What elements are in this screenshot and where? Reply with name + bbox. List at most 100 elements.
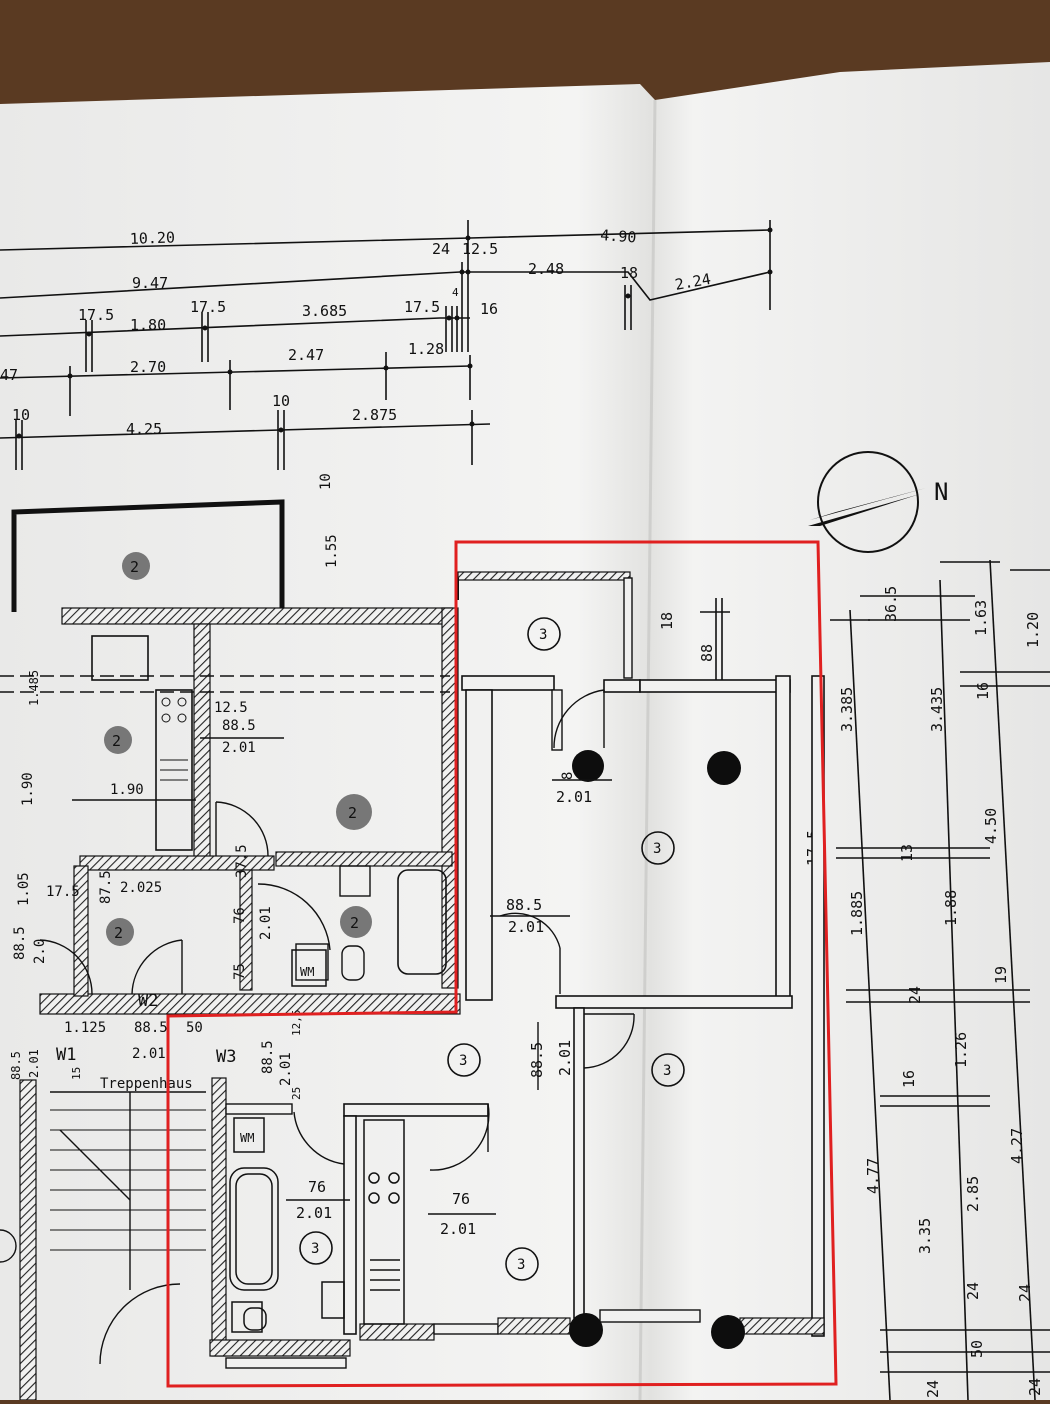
neighbor-unit-walls	[0, 499, 461, 1401]
room-mark-3-hall: 3	[459, 1053, 467, 1069]
room-mark-2e: 2	[114, 924, 123, 942]
dim-r-3-35: 3.35	[916, 1218, 934, 1254]
dim-u-76a: 76	[308, 1178, 326, 1196]
unit-3-walls	[209, 571, 825, 1369]
dim-12-5: 12.5	[462, 240, 498, 258]
room-mark-3-bath: 3	[311, 1241, 319, 1257]
room-mark-2a: 2	[130, 558, 139, 576]
dim-row3-1-80: 1.80	[130, 316, 166, 334]
unit-3-fixtures: WM WM	[229, 949, 405, 1333]
dim-r-50: 50	[968, 1340, 986, 1358]
dim-r-18: 18	[658, 612, 676, 630]
dim-row5-4-25: 4.25	[126, 420, 162, 438]
washer-symbol: WM	[240, 1131, 254, 1145]
dim-r-1-88: 1.88	[942, 890, 960, 926]
dim-l-88-5b: 88.5	[134, 1020, 168, 1036]
dim-l-2-0: 2.0	[32, 939, 48, 964]
dim-l-37-5: 37.5	[234, 844, 250, 878]
label-w1: W1	[56, 1045, 76, 1065]
dim-u-2-01b: 2.01	[508, 918, 544, 936]
dim-r-1-885: 1.885	[848, 891, 866, 936]
dim-row4-2-47: 2.47	[288, 346, 324, 364]
dim-l-76: 76	[232, 907, 248, 924]
dim-l-15: 15	[70, 1067, 83, 1080]
dim-r-3-385: 3.385	[838, 687, 856, 732]
dim-u-2-01c: 2.01	[296, 1204, 332, 1222]
dim-24: 24	[432, 240, 450, 258]
dim-total-left: 10.20	[130, 228, 176, 248]
dim-l-75: 75	[232, 963, 248, 980]
top-dimension-chains	[0, 220, 771, 470]
dim-row3-3-685: 3.685	[302, 302, 347, 320]
dim-u-8: 8	[560, 772, 576, 780]
dim-l-1-485: 1.485	[27, 670, 41, 706]
room-mark-2c: 2	[348, 804, 357, 822]
dim-row4-1-28: 1.28	[408, 340, 444, 358]
dim-r-4-50: 4.50	[982, 808, 1000, 844]
unit-3-room-labels: 3 3 3 3 3 3	[299, 617, 685, 1281]
room-mark-2d: 2	[350, 914, 359, 932]
paper-sheet	[0, 62, 1050, 1400]
dim-r-24e: 24	[924, 1380, 942, 1398]
dim-l-1-125: 1.125	[64, 1020, 106, 1036]
dim-l-1-55: 1.55	[324, 534, 340, 568]
washer-symbol-neighbor: WM	[300, 965, 314, 979]
dim-l-10: 10	[318, 473, 334, 490]
dim-r-1-26: 1.26	[952, 1032, 970, 1068]
dim-l-2-01: 2.01	[222, 740, 256, 756]
dim-r-13: 13	[898, 844, 916, 862]
dim-r-1-63: 1.63	[972, 600, 990, 636]
dim-row3-16: 16	[480, 300, 498, 318]
dim-total-right: 4.90	[600, 226, 637, 246]
dim-row5-2-875: 2.875	[352, 406, 397, 424]
top-dimension-ticks	[16, 227, 773, 439]
highlighted-unit-outline	[166, 540, 838, 1388]
dim-l-2-01v: 2.01	[258, 906, 274, 940]
dim-row2-end: 2.24	[674, 270, 713, 294]
dim-r-4-77: 4.77	[864, 1158, 882, 1194]
dim-l-88-5d: 88.5	[260, 1040, 276, 1074]
dim-r-36-5: 36.5	[882, 586, 900, 622]
dim-row3-4: 4	[452, 286, 459, 299]
dim-r-24f: 24	[1026, 1378, 1044, 1396]
dim-row2-total: 9.47	[132, 274, 168, 292]
dim-r-24b: 24	[906, 986, 924, 1004]
label-w2: W2	[138, 991, 158, 1011]
dim-row5-10b: 10	[272, 392, 290, 410]
room-mark-3-living: 3	[653, 841, 661, 857]
dim-l-1-90v: 1.90	[20, 772, 36, 806]
dim-r-19: 19	[992, 966, 1010, 984]
dim-l-1-90h: 1.90	[110, 782, 144, 798]
punch-holes	[569, 750, 745, 1349]
dim-r-4-27: 4.27	[1008, 1128, 1026, 1164]
dim-row2-18: 18	[620, 264, 638, 282]
label-stairwell: Treppenhaus	[100, 1076, 193, 1092]
dim-l-88-5v: 88.5	[12, 926, 28, 960]
dim-u-88-5v: 88.5	[528, 1042, 546, 1078]
dim-u-76b: 76	[452, 1190, 470, 1208]
dim-l-50: 50	[186, 1020, 203, 1036]
dim-row3-17-5c: 17.5	[404, 298, 440, 316]
dim-l-17-5: 17.5	[46, 884, 80, 900]
label-w3: W3	[216, 1047, 236, 1067]
dim-l-87-5: 87.5	[98, 870, 114, 904]
dim-row2-mid: 2.48	[528, 260, 564, 278]
dim-l-2-025: 2.025	[120, 880, 162, 896]
dim-l-12-5: 12.5	[214, 700, 248, 716]
dim-r-24d: 24	[1016, 1284, 1034, 1302]
dim-r-2-85: 2.85	[964, 1176, 982, 1212]
dim-l-88-5c: 88.5	[9, 1051, 23, 1080]
dim-l-2-01b: 2.01	[132, 1046, 166, 1062]
dim-row4-47: 47	[0, 366, 18, 384]
dim-r-16b: 16	[900, 1070, 918, 1088]
neighbor-room-labels: 2 2 2 2 2	[104, 552, 372, 946]
dim-r-24c: 24	[964, 1282, 982, 1300]
dim-r-16: 16	[974, 682, 992, 700]
paper-fold	[638, 99, 657, 1401]
dim-r-1-20: 1.20	[1024, 612, 1042, 648]
dim-u-2-01v: 2.01	[556, 1040, 574, 1076]
dim-l-12-5b: 12,5	[290, 1010, 303, 1037]
dim-row3-17-5a: 17.5	[78, 306, 114, 324]
